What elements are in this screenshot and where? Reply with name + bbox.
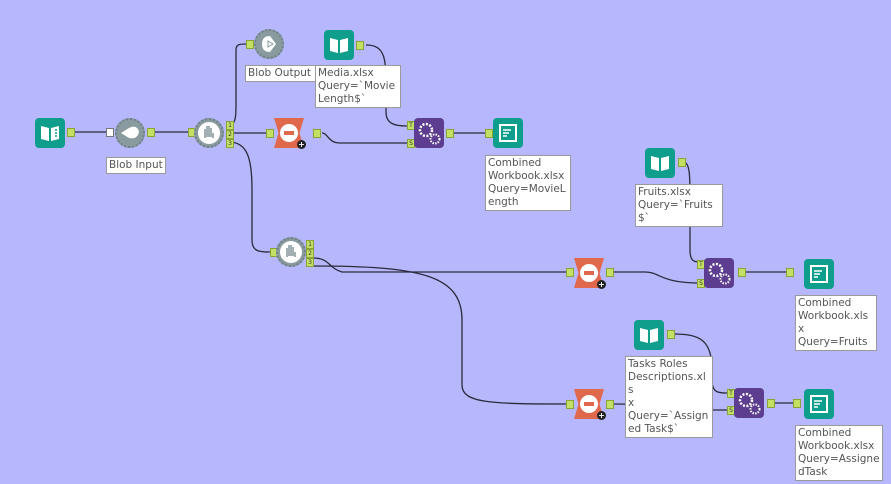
output-movie-label: Combined Workbook.xlsx Query=MovieL engt…	[485, 155, 571, 211]
block-until-done-tool-2[interactable]	[276, 237, 306, 267]
output-assigned-tool[interactable]	[804, 389, 834, 419]
input-anchor[interactable]	[106, 128, 114, 137]
blob-output-icon	[262, 36, 276, 52]
output-anchor[interactable]	[313, 129, 321, 138]
anchor-2[interactable]: 2	[226, 130, 234, 139]
book-icon	[651, 156, 669, 171]
directory-book-icon	[41, 126, 59, 141]
plus-icon: +	[597, 411, 606, 420]
book-icon	[330, 38, 348, 53]
append-fields-tool-3[interactable]	[734, 388, 764, 418]
plus-icon: +	[597, 280, 606, 289]
gears-icon	[418, 122, 441, 145]
input-anchor[interactable]	[266, 129, 274, 138]
output-anchor[interactable]	[67, 128, 75, 137]
hand-stop-icon	[280, 241, 302, 263]
anchor-3[interactable]: 3	[306, 258, 314, 267]
blob-output-tool[interactable]	[254, 29, 284, 59]
dynamic-rename-tool-3[interactable]	[574, 389, 604, 419]
output-anchor[interactable]	[678, 158, 686, 167]
output-doc-icon	[810, 265, 828, 283]
output-anchor[interactable]	[446, 129, 454, 138]
input-anchor[interactable]	[566, 268, 574, 277]
blob-input-tool[interactable]	[115, 118, 145, 148]
gears-icon	[738, 392, 761, 415]
dynamic-rename-icon	[280, 124, 298, 142]
output-fruits-tool[interactable]	[804, 259, 834, 289]
input-fruits-tool[interactable]	[645, 148, 675, 178]
input-anchor[interactable]	[566, 400, 574, 409]
output-assigned-label: Combined Workbook.xlsx Query=Assigne dTa…	[795, 425, 883, 481]
input-anchor[interactable]	[485, 129, 493, 138]
fruits-label: Fruits.xlsx Query=`Fruits$`	[635, 184, 723, 227]
dynamic-rename-icon	[580, 264, 598, 282]
input-media-tool[interactable]	[324, 30, 354, 60]
output-doc-icon	[810, 395, 828, 413]
dynamic-rename-icon	[580, 395, 598, 413]
output-anchor[interactable]	[667, 330, 675, 339]
output-anchor[interactable]	[147, 128, 155, 137]
output-anchor[interactable]	[738, 268, 746, 277]
block-until-done-tool-1[interactable]	[194, 118, 224, 148]
anchor-1[interactable]: 1	[306, 240, 314, 249]
dynamic-rename-tool-1[interactable]	[274, 118, 304, 148]
hand-stop-icon	[198, 122, 220, 144]
input-anchor[interactable]	[793, 399, 801, 408]
output-fruits-label: Combined Workbook.xlsx Query=Fruits	[795, 295, 877, 351]
output-doc-icon	[499, 124, 517, 142]
input-anchor[interactable]	[786, 268, 794, 277]
blob-input-icon	[121, 126, 139, 139]
anchor-3[interactable]: 3	[226, 139, 234, 148]
blob-input-label: Blob Input	[106, 157, 166, 174]
output-anchor[interactable]	[606, 268, 614, 277]
directory-input-tool[interactable]	[35, 118, 65, 148]
input-tasks-tool[interactable]	[634, 320, 664, 350]
blob-output-label: Blob Output	[245, 65, 318, 82]
output-movie-tool[interactable]	[493, 118, 523, 148]
input-anchor[interactable]	[246, 40, 254, 49]
append-fields-tool-2[interactable]	[704, 258, 734, 288]
append-fields-tool-1[interactable]	[414, 118, 444, 148]
output-anchor[interactable]	[767, 399, 775, 408]
anchor-1[interactable]: 1	[226, 121, 234, 130]
media-label: Media.xlsx Query=`Movie Length$`	[315, 65, 401, 108]
book-icon	[640, 328, 658, 343]
output-anchor[interactable]	[606, 400, 614, 409]
tasks-label: Tasks Roles Descriptions.xls x Query=`As…	[625, 356, 713, 438]
anchor-2[interactable]: 2	[306, 249, 314, 258]
gears-icon	[708, 262, 731, 285]
output-anchor[interactable]	[356, 41, 364, 50]
dynamic-rename-tool-2[interactable]	[574, 258, 604, 288]
plus-icon: +	[297, 140, 306, 149]
